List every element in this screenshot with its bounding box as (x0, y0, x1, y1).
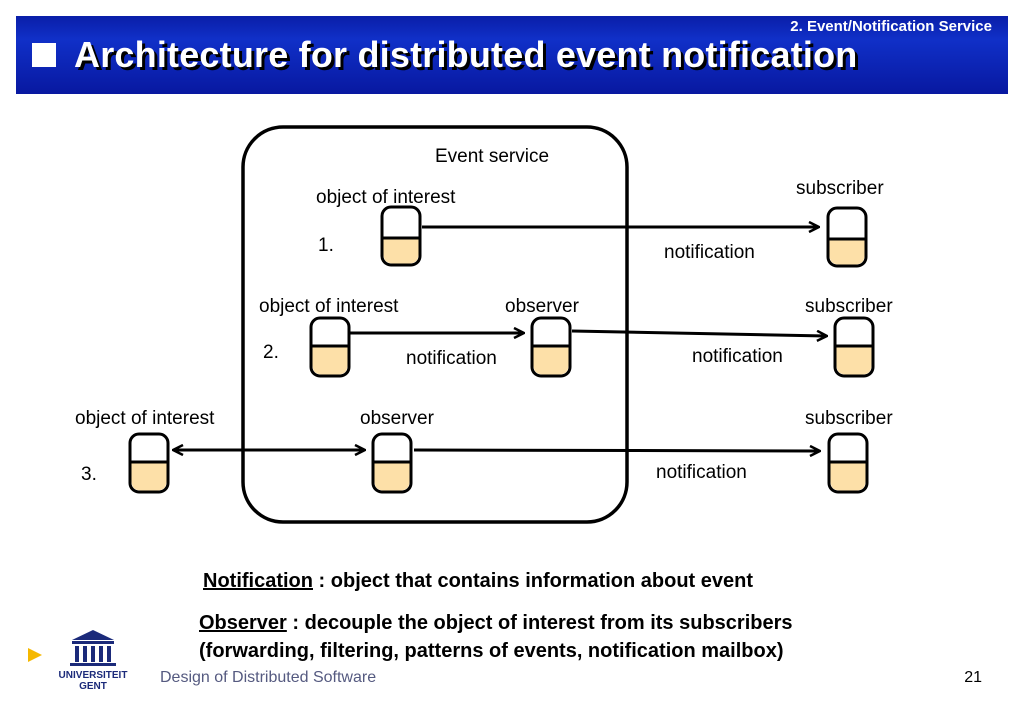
observer-def-text: : decouple the object of interest from i… (286, 612, 793, 634)
row3-object-label: object of interest (75, 408, 215, 429)
title-bullet-icon (32, 43, 56, 67)
row2-number: 2. (263, 342, 279, 363)
row2-subscriber-icon (833, 316, 875, 378)
row3-observer-icon (371, 432, 413, 494)
course-title: Design of Distributed Software (160, 669, 377, 686)
notification-def-text: : object that contains information about… (313, 570, 754, 592)
page-number: 21 (964, 669, 982, 686)
event-service-label: Event service (435, 146, 549, 167)
section-label: 2. Event/Notification Service (790, 18, 992, 35)
row2-arrow-observer-to-subscriber (571, 329, 826, 336)
row2-object-icon (309, 316, 351, 378)
play-arrow-icon (28, 648, 42, 662)
row1-object-icon (380, 205, 422, 267)
row2-notification-label-2: notification (692, 346, 783, 367)
row2-notification-label-1: notification (406, 348, 497, 369)
observer-def-line2: (forwarding, filtering, patterns of even… (199, 640, 784, 662)
notification-term: Notification (203, 570, 313, 592)
row1-object-label: object of interest (316, 187, 456, 208)
observer-definition: Observer : decouple the object of intere… (199, 612, 793, 635)
row2-observer-icon (530, 316, 572, 378)
university-logo: UNIVERSITEIT GENT (59, 630, 128, 692)
notification-definition: Notification : object that contains info… (203, 570, 753, 593)
row1-subscriber-label: subscriber (796, 178, 884, 199)
header-bar (16, 16, 1008, 94)
row3-subscriber-icon (827, 432, 869, 494)
row3-subscriber-label: subscriber (805, 408, 893, 429)
row3-observer-label: observer (360, 408, 435, 429)
row3-object-icon (128, 432, 170, 494)
row2-object-label: object of interest (259, 296, 399, 317)
row1-number: 1. (318, 235, 334, 256)
row1-notification-label: notification (664, 242, 755, 263)
logo-line2: GENT (79, 681, 107, 692)
row3-notification-arrow (413, 450, 819, 451)
row1-subscriber-icon (826, 206, 868, 268)
row3-number: 3. (81, 464, 97, 485)
slide-title: Architecture for distributed event notif… (74, 34, 858, 75)
observer-term: Observer (199, 612, 287, 634)
row2-observer-label: observer (505, 296, 580, 317)
title-row: Architecture for distributed event notif… (32, 34, 857, 76)
event-service-box (241, 125, 629, 524)
row3-notification-label: notification (656, 462, 747, 483)
row2-subscriber-label: subscriber (805, 296, 893, 317)
logo-line1: UNIVERSITEIT (59, 670, 128, 681)
